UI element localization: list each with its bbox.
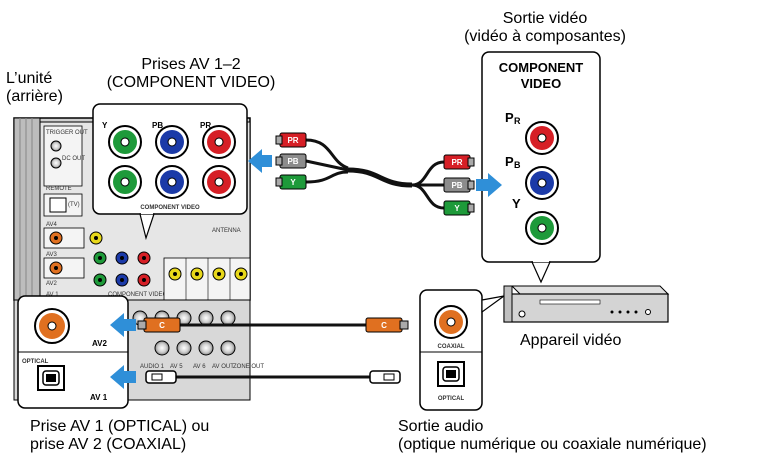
- antenna-text: ANTENNA: [212, 228, 241, 234]
- prise-bottom-line1: Prise AV 1 (OPTICAL) ou: [30, 418, 210, 435]
- arrow-right-video: [476, 173, 502, 197]
- device-y-label: Y: [512, 196, 521, 211]
- sortie-video-line1: Sortie vidéo: [502, 10, 588, 27]
- device-pr-label-r: R: [514, 116, 521, 126]
- arrow-left-video: [248, 149, 272, 173]
- av3-text: AV3: [46, 252, 58, 258]
- av1-small-text: AV 1: [46, 292, 59, 298]
- zone-out-text: ZONE OUT: [233, 364, 264, 370]
- prises-label-line2: (COMPONENT VIDEO): [106, 74, 276, 91]
- remote-text: REMOTE: [46, 186, 72, 192]
- video-device: [503, 285, 670, 323]
- prise-bottom-line2: prise AV 2 (COAXIAL): [30, 436, 187, 453]
- coaxial-cable: C C: [137, 317, 409, 333]
- left-plug-y-label: Y: [290, 178, 296, 187]
- right-plug-pr-label: PR: [451, 158, 462, 167]
- optical-label-unit: OPTICAL: [22, 359, 49, 365]
- zoom-y-label: Y: [102, 121, 108, 130]
- unit-audio-zoom-box: AV2 OPTICAL AV 1: [17, 295, 129, 409]
- device-pb-label-b: B: [514, 160, 521, 170]
- av6-text: AV 6: [193, 364, 206, 370]
- arrow-left-optical: [110, 365, 136, 389]
- av1-label: AV 1: [90, 393, 108, 402]
- unit-component-zoom-box: Y PB PR COMPONENT VIDEO: [92, 103, 248, 241]
- audio1-text: AUDIO 1: [140, 364, 165, 370]
- video-title: VIDEO: [521, 76, 561, 91]
- trigger-out-text: TRIGGER OUT: [46, 130, 88, 136]
- dc-out-text: DC OUT: [62, 156, 85, 162]
- signal-arrows: [110, 149, 502, 389]
- sortie-video-line2: (vidéo à composantes): [464, 28, 626, 45]
- sortie-audio-line2: (optique numérique ou coaxiale numérique…: [398, 436, 707, 453]
- zoom-component-video-text: COMPONENT VIDEO: [140, 205, 200, 211]
- device-component-zoom-box: COMPONENT VIDEO P R P B Y: [481, 51, 601, 284]
- device-audio-zoom-box: COAXIAL OPTICAL: [419, 289, 505, 411]
- left-plug-pb-label: PB: [287, 157, 298, 166]
- optical-cable: [145, 370, 401, 384]
- component-title: COMPONENT: [499, 60, 584, 75]
- zoom-pr-label: PR: [200, 121, 211, 130]
- coaxial-label-device: COAXIAL: [438, 344, 465, 350]
- right-plug-pb-label: PB: [451, 181, 462, 190]
- right-plug-y-label: Y: [454, 204, 460, 213]
- av4-text: AV4: [46, 222, 58, 228]
- unit-component-video-text: COMPONENT VIDEO: [108, 292, 168, 298]
- tv-text: (TV): [68, 202, 80, 208]
- unit-label-line2: (arrière): [6, 88, 63, 105]
- left-plug-pr-label: PR: [287, 136, 298, 145]
- component-cable: PR PB Y PR PB Y: [275, 132, 475, 216]
- optical-label-device: OPTICAL: [438, 396, 465, 402]
- prises-label-line1: Prises AV 1–2: [141, 56, 241, 73]
- sortie-audio-line1: Sortie audio: [398, 418, 484, 435]
- av5-text: AV 5: [170, 364, 183, 370]
- av2-small-text: AV2: [46, 281, 58, 287]
- coax-right-plug-label: C: [381, 321, 387, 330]
- coax-left-plug-label: C: [159, 321, 165, 330]
- appareil-video-label: Appareil vidéo: [520, 332, 622, 349]
- av-out-text: AV OUT: [212, 364, 234, 370]
- unit-label-line1: L’unité: [6, 70, 53, 87]
- zoom-pb-label: PB: [152, 121, 163, 130]
- arrow-left-coax: [110, 313, 136, 337]
- av2-label: AV2: [92, 339, 108, 348]
- device-pb-label-p: P: [505, 154, 514, 169]
- device-pr-label-p: P: [505, 110, 514, 125]
